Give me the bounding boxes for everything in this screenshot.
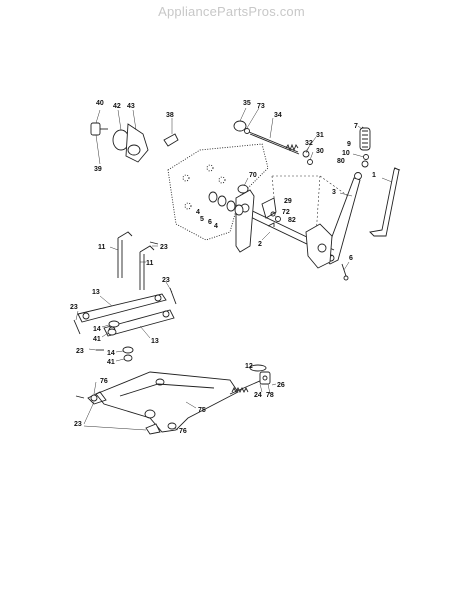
part-label: 2: [258, 241, 262, 248]
lever-handle-1: [369, 167, 401, 237]
pin-6: [341, 261, 350, 281]
part-label: 4: [214, 223, 218, 230]
part-label: 23: [160, 244, 168, 251]
part-label: 72: [282, 209, 290, 216]
part-label: 12: [245, 363, 253, 370]
part-label: 78: [266, 392, 274, 399]
part-label: 6: [349, 255, 353, 262]
part-label: 32: [305, 140, 313, 147]
part-label: 5: [200, 216, 204, 223]
part-label: 29: [284, 198, 292, 205]
part-label: 11: [146, 260, 154, 267]
part-label: 70: [249, 172, 257, 179]
part-label: 76: [179, 428, 187, 435]
part-label: 13: [151, 338, 159, 345]
frame-plate-dotted: [167, 143, 269, 241]
part-label: 14: [93, 326, 101, 333]
part-label: 24: [254, 392, 262, 399]
part-label: 4: [196, 209, 200, 216]
part-label: 7: [354, 123, 358, 130]
part-label: 82: [288, 217, 296, 224]
part-label: 35: [243, 100, 251, 107]
part-label: 76: [100, 378, 108, 385]
part-label: 14: [107, 350, 115, 357]
part-label: 6: [208, 219, 212, 226]
nuts-washers: [101, 320, 134, 362]
part-label: 1: [372, 172, 376, 179]
hook-rods-11: [109, 231, 159, 290]
link-bars-13: [73, 281, 177, 351]
part-label: 80: [337, 158, 345, 165]
cross-shaft-2: [235, 189, 335, 269]
pins-clips-bottom: [75, 381, 179, 435]
lift-plate-75: [87, 371, 239, 433]
part-label: 11: [98, 244, 106, 251]
part-label: 40: [96, 100, 104, 107]
part-label: 42: [113, 103, 121, 110]
part-label: 9: [347, 141, 351, 148]
pivot-bracket: [237, 177, 281, 227]
spring-7: [352, 125, 371, 180]
site-watermark: AppliancePartsPros.com: [158, 4, 305, 19]
part-label: 23: [76, 348, 84, 355]
part-label: 73: [257, 103, 265, 110]
part-label: 75: [198, 407, 206, 414]
part-labels: 1 2 3 4 4 5 6 6 7 9 10 11 11 12 13 13 14…: [70, 100, 376, 435]
part-label: 41: [93, 336, 101, 343]
part-label: 41: [107, 359, 115, 366]
part-label: 23: [162, 277, 170, 284]
part-label: 13: [92, 289, 100, 296]
part-label: 39: [94, 166, 102, 173]
part-label: 23: [70, 304, 78, 311]
part-label: 23: [74, 421, 82, 428]
part-label: 38: [166, 112, 174, 119]
part-label: 34: [274, 112, 282, 119]
part-label: 10: [342, 150, 350, 157]
part-label: 26: [277, 382, 285, 389]
part-label: 3: [332, 189, 336, 196]
part-label: 30: [316, 148, 324, 155]
part-label: 31: [316, 132, 324, 139]
bushing-stack: [208, 191, 244, 216]
dashed-guide: [271, 175, 349, 237]
knob-assembly: [90, 109, 149, 165]
adjuster-rod-24: [229, 364, 277, 395]
linkage-rod-34: [233, 107, 317, 165]
bracket-38: [163, 118, 179, 147]
part-label: 43: [127, 103, 135, 110]
